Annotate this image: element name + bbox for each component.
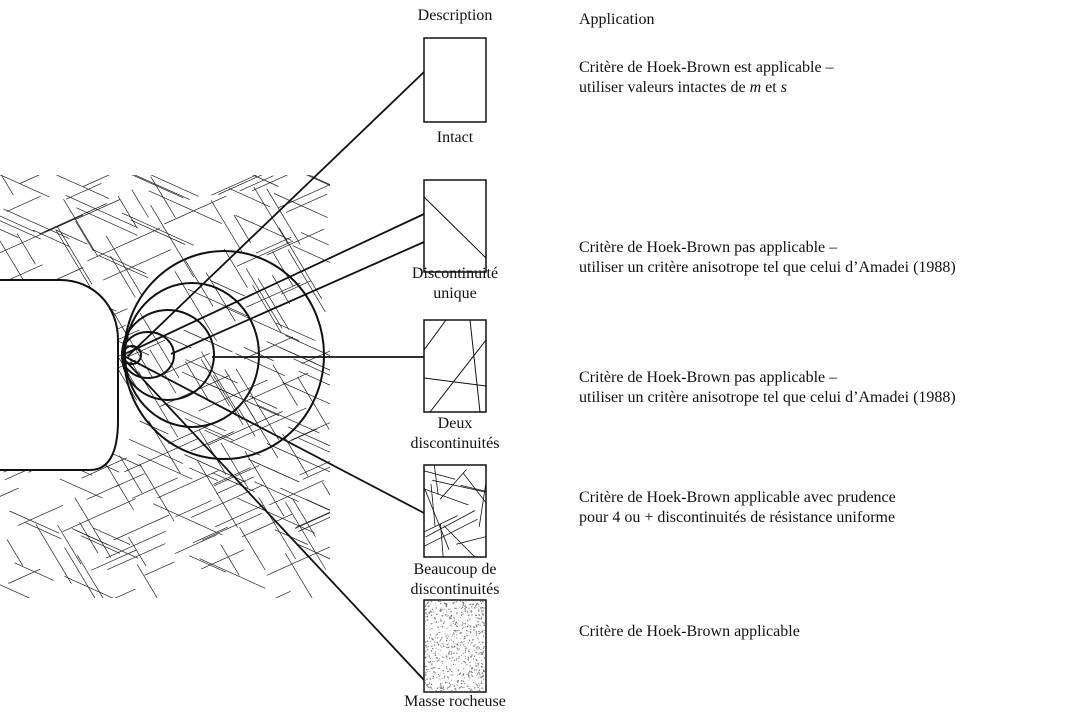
label-two-discontinuities: Deux discontinuités	[410, 415, 500, 452]
label-single-discontinuity: Discontinuité unique	[411, 265, 499, 302]
box-single-discontinuity	[423, 179, 487, 273]
connector-many-discontinuities	[123, 355, 425, 514]
description-header: Description	[417, 7, 493, 24]
application-rock-mass: Critère de Hoek-Brown applicable	[579, 623, 800, 640]
box-intact	[423, 37, 487, 123]
connector-single-discontinuity-b	[170, 241, 425, 355]
application-single-discontinuity: Critère de Hoek-Brown pas applicable – u…	[579, 239, 956, 276]
ellipse-two-discontinuities-scale	[121, 309, 215, 401]
label-intact: Intact	[436, 129, 474, 146]
ellipse-rock-mass-scale	[123, 250, 325, 460]
connector-rock-mass	[122, 357, 425, 681]
box-rock-mass	[423, 599, 487, 693]
application-many-discontinuities: Critère de Hoek-Brown applicable avec pr…	[579, 489, 896, 526]
application-header: Application	[579, 11, 655, 28]
scale-ellipses	[121, 250, 325, 460]
application-two-discontinuities: Critère de Hoek-Brown pas applicable – u…	[579, 369, 956, 406]
box-many-discontinuities	[423, 464, 487, 558]
tunnel-outline	[0, 279, 119, 471]
connector-single-discontinuity-a	[126, 213, 425, 354]
box-two-discontinuities	[423, 319, 487, 413]
connector-lines	[122, 71, 425, 681]
connector-intact	[127, 71, 425, 357]
label-rock-mass: Masse rocheuse	[404, 693, 506, 710]
label-many-discontinuities: Beaucoup de discontinuités	[410, 561, 500, 598]
application-intact: Critère de Hoek-Brown est applicable – u…	[579, 59, 834, 96]
